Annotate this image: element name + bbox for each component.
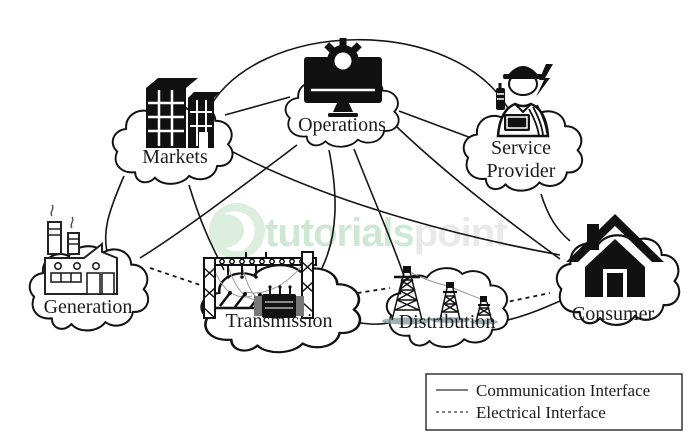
legend-electrical-label: Electrical Interface <box>476 403 606 422</box>
edge-operations-transmission <box>321 149 336 269</box>
node-service-provider-cloud <box>462 107 584 192</box>
node-labels: Markets Operations Service Provider Gene… <box>44 114 655 333</box>
watermark-text-primary: tutorials <box>265 211 414 255</box>
legend-box <box>425 373 683 431</box>
edge-operations-distribution <box>353 148 405 277</box>
label-transmission: Transmission <box>225 310 332 332</box>
legend: Communication Interface Electrical Inter… <box>425 373 683 431</box>
label-service-provider-line2: Provider <box>487 160 556 182</box>
legend-communication-label: Communication Interface <box>476 381 650 400</box>
edge-generation-transmission-elec <box>149 267 213 290</box>
label-consumer: Consumer <box>572 303 655 325</box>
edge-markets-consumer <box>230 150 561 256</box>
gear-icon <box>320 38 366 84</box>
pylons-icon <box>382 266 498 325</box>
label-distribution: Distribution <box>399 311 496 333</box>
buildings-icon <box>146 78 220 148</box>
edge-operations-service-provider <box>398 110 475 140</box>
edge-distribution-consumer-elec <box>501 292 551 304</box>
monitor-gear-icon <box>304 38 382 117</box>
node-distribution-cloud <box>385 267 509 348</box>
svg-text:tutorialspoint: tutorialspoint <box>265 211 507 255</box>
house-icon <box>566 214 664 297</box>
electrical-edges <box>149 267 551 304</box>
label-service-provider-line1: Service <box>491 137 551 159</box>
edge-operations-consumer <box>396 126 561 260</box>
edge-markets-generation <box>104 175 125 253</box>
technician-icon <box>496 64 553 138</box>
tutorialspoint-watermark: tutorialspoint <box>209 203 508 259</box>
communication-edges <box>104 39 571 325</box>
watermark-logo-icon <box>209 203 265 259</box>
label-generation: Generation <box>44 296 133 318</box>
factory-icon <box>44 204 118 295</box>
edge-markets-operations <box>224 96 291 116</box>
edge-operations-generation <box>139 144 298 259</box>
edge-distribution-consumer-comm <box>507 300 561 321</box>
edge-markets-service-provider <box>206 39 510 113</box>
label-markets: Markets <box>142 146 208 168</box>
substation-icon <box>203 251 317 319</box>
lightning-bolt-icon <box>536 64 553 97</box>
edge-service-provider-consumer <box>540 193 571 242</box>
label-operations: Operations <box>298 114 386 136</box>
